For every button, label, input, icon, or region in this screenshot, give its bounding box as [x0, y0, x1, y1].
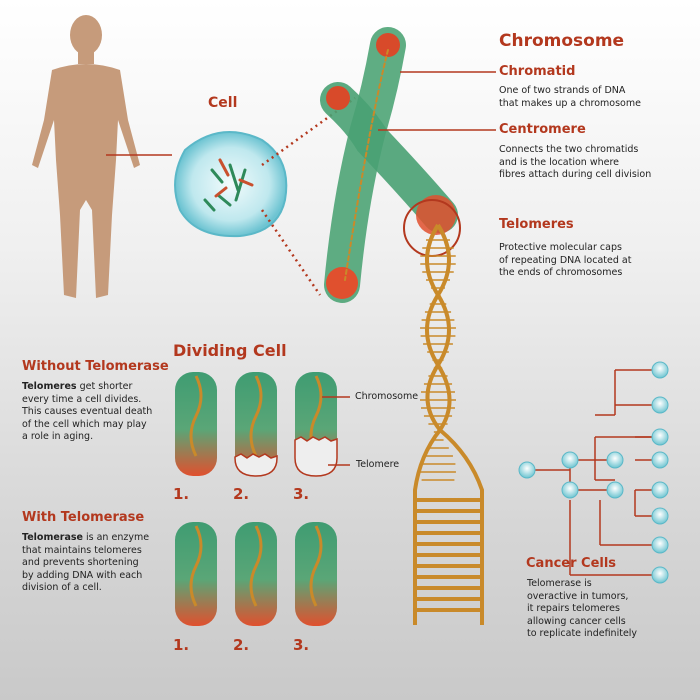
cancer-cells-heading: Cancer Cells: [526, 556, 617, 571]
step-number: 1.: [173, 485, 190, 503]
shortened-telomere: [294, 436, 338, 477]
without-telomerase-heading: Without Telomerase: [22, 359, 169, 374]
step-number: 2.: [233, 636, 250, 654]
human-body-figure: [32, 15, 140, 298]
text-line: and is the location where: [499, 156, 620, 168]
with-telomerase-description: Telomerase is an enzyme that maintains t…: [22, 532, 149, 595]
chromatid-heading: Chromatid: [499, 64, 576, 79]
step-number: 3.: [293, 636, 310, 654]
dna-segment: [189, 525, 203, 607]
cancer-cell: [518, 461, 536, 479]
dividing-chromosome: [235, 372, 277, 476]
text-line: Protective molecular caps: [499, 242, 622, 253]
dividing-cell-diagram: [175, 372, 338, 626]
chromatid-description: One of two strands of DNA that makes up …: [499, 85, 641, 110]
text-line: the ends of chromosomes: [499, 267, 623, 278]
text-span: get shorter: [76, 381, 133, 392]
step-number: 3.: [293, 485, 310, 503]
shortened-telomere: [234, 453, 278, 477]
text-line: One of two strands of DNA: [499, 85, 626, 96]
dna-ladder-rungs: [415, 239, 482, 612]
dna-segment: [249, 375, 263, 457]
bold-term: Telomeres: [22, 381, 77, 392]
dividing-chromosome: [235, 522, 277, 626]
dividing-chromosome: [175, 522, 217, 626]
text-line: Telomerase is an enzyme: [22, 532, 149, 545]
with-telomerase-heading: With Telomerase: [22, 510, 145, 525]
text-line: Telomerase is: [527, 578, 592, 589]
text-line: it repairs telomeres: [527, 603, 620, 614]
cell-illustration: [174, 131, 288, 238]
cancer-cell: [651, 361, 669, 379]
cancer-cell: [651, 428, 669, 446]
step-number: 2.: [233, 485, 250, 503]
cancer-cell: [651, 451, 669, 469]
cancer-cells-diagram: [518, 361, 669, 584]
centromere-heading: Centromere: [499, 122, 586, 137]
dna-double-helix: [413, 223, 484, 625]
cancer-cell: [651, 396, 669, 414]
telomeres-heading: Telomeres: [499, 217, 574, 232]
text-line: that maintains telomeres: [22, 544, 142, 556]
text-line: allowing cancer cells: [527, 615, 626, 627]
cancer-cell: [606, 481, 624, 499]
cell-label: Cell: [208, 95, 238, 111]
text-line: Connects the two chromatids: [499, 144, 639, 155]
without-telomerase-description: Telomeres get shorter every time a cell …: [22, 381, 152, 444]
text-line: and prevents shortening: [22, 557, 139, 568]
text-line: to replicate indefinitely: [527, 628, 638, 639]
text-span: is an enzyme: [82, 532, 150, 543]
telomeres-description: Protective molecular caps of repeating D…: [499, 242, 631, 280]
text-line: a role in aging.: [22, 431, 94, 442]
text-line: Telomeres get shorter: [22, 381, 152, 394]
cancer-cell: [651, 507, 669, 525]
text-line: by adding DNA with each: [22, 569, 143, 581]
dna-segment: [309, 525, 323, 607]
text-line: overactive in tumors,: [527, 590, 629, 602]
zoom-dotted-line: [261, 96, 356, 167]
cancer-cell: [561, 481, 579, 499]
dividing-chromosome: [295, 522, 337, 626]
text-line: that makes up a chromosome: [499, 97, 641, 109]
cancer-cell: [606, 451, 624, 469]
bold-term: Telomerase: [22, 532, 83, 543]
text-line: fibres attach during cell division: [499, 169, 652, 180]
dividing-chromosome: [175, 372, 217, 476]
dna-segment: [249, 525, 263, 607]
text-line: of the cell which may play: [22, 418, 147, 430]
cancer-cell: [651, 536, 669, 554]
centromere-description: Connects the two chromatids and is the l…: [499, 144, 651, 182]
cancer-cell: [651, 566, 669, 584]
dna-segment: [189, 375, 203, 457]
chromosome-title: Chromosome: [499, 31, 625, 51]
text-line: This causes eventual death: [22, 406, 153, 417]
dividing-cell-title: Dividing Cell: [173, 341, 287, 360]
cancer-cell: [651, 481, 669, 499]
zoom-dotted-line: [260, 209, 322, 296]
chromosome-illustration: [320, 27, 458, 303]
text-line: division of a cell.: [22, 582, 102, 593]
cancer-cells-description: Telomerase is overactive in tumors, it r…: [527, 578, 637, 641]
step-number: 1.: [173, 636, 190, 654]
chromosome-label: Chromosome: [355, 391, 419, 402]
cancer-cell: [561, 451, 579, 469]
text-line: of repeating DNA located at: [499, 254, 632, 266]
text-line: every time a cell divides.: [22, 393, 142, 405]
telomere-label: Telomere: [356, 459, 400, 470]
